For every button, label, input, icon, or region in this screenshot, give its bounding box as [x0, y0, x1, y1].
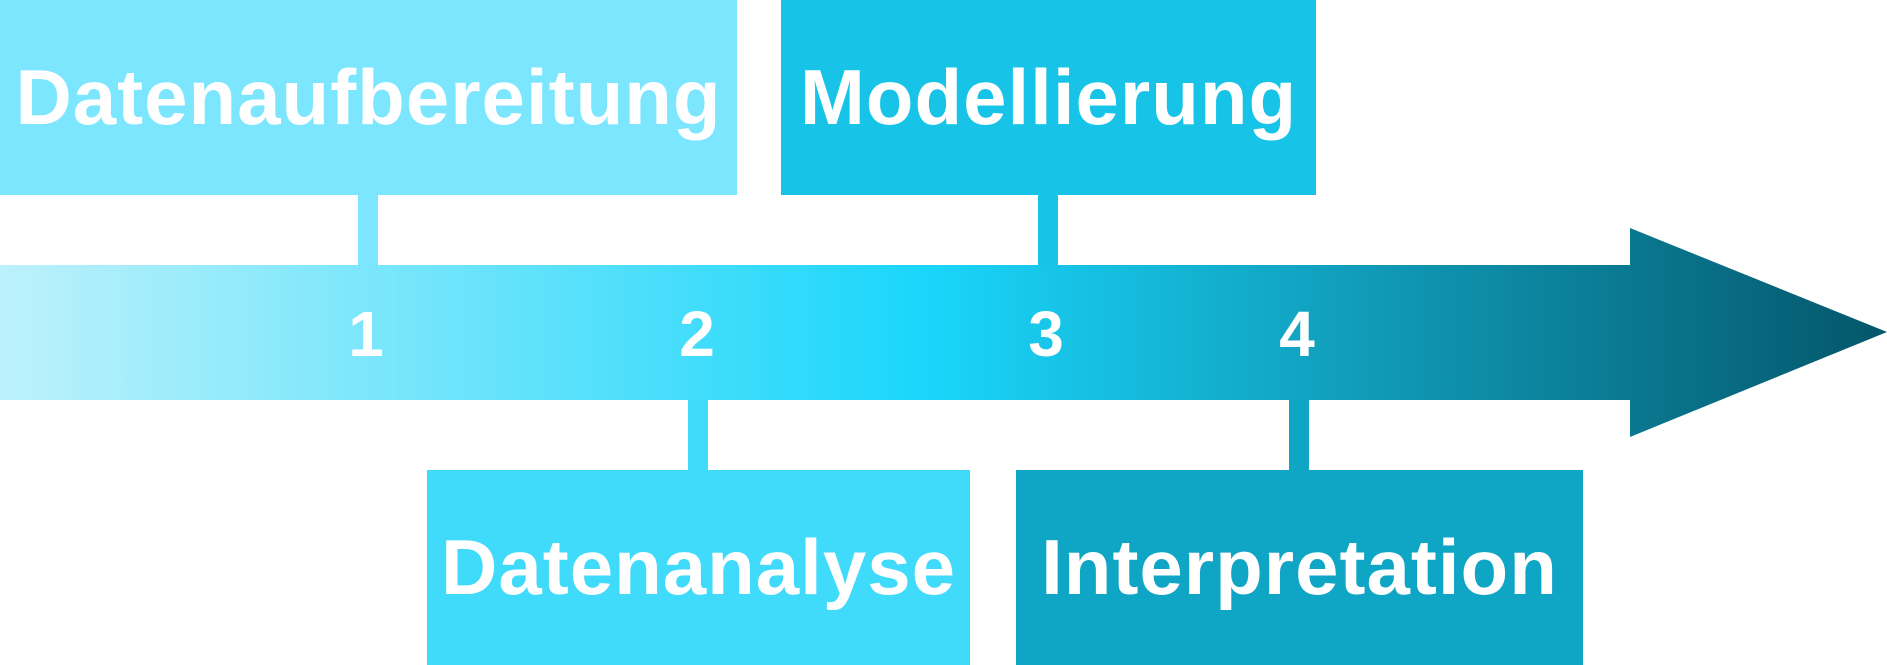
step-label: Datenanalyse: [441, 523, 956, 611]
step-number: 2: [679, 298, 715, 370]
step-box-datenaufbereitung: Datenaufbereitung: [0, 0, 737, 195]
step-label: Interpretation: [1041, 523, 1558, 611]
step-box-datenanalyse: Datenanalyse: [427, 470, 970, 665]
step-label: Modellierung: [799, 53, 1298, 141]
connector-step-2: [688, 400, 708, 470]
step-box-modellierung: Modellierung: [781, 0, 1316, 195]
step-box-interpretation: Interpretation: [1016, 470, 1583, 665]
step-label: Datenaufbereitung: [15, 53, 722, 141]
step-number: 3: [1028, 298, 1064, 370]
connector-step-4: [1289, 400, 1309, 470]
step-number: 1: [348, 298, 384, 370]
connector-step-3: [1038, 195, 1058, 265]
connector-step-1: [358, 195, 378, 265]
step-number: 4: [1279, 298, 1315, 370]
arrow-body: [0, 228, 1887, 437]
